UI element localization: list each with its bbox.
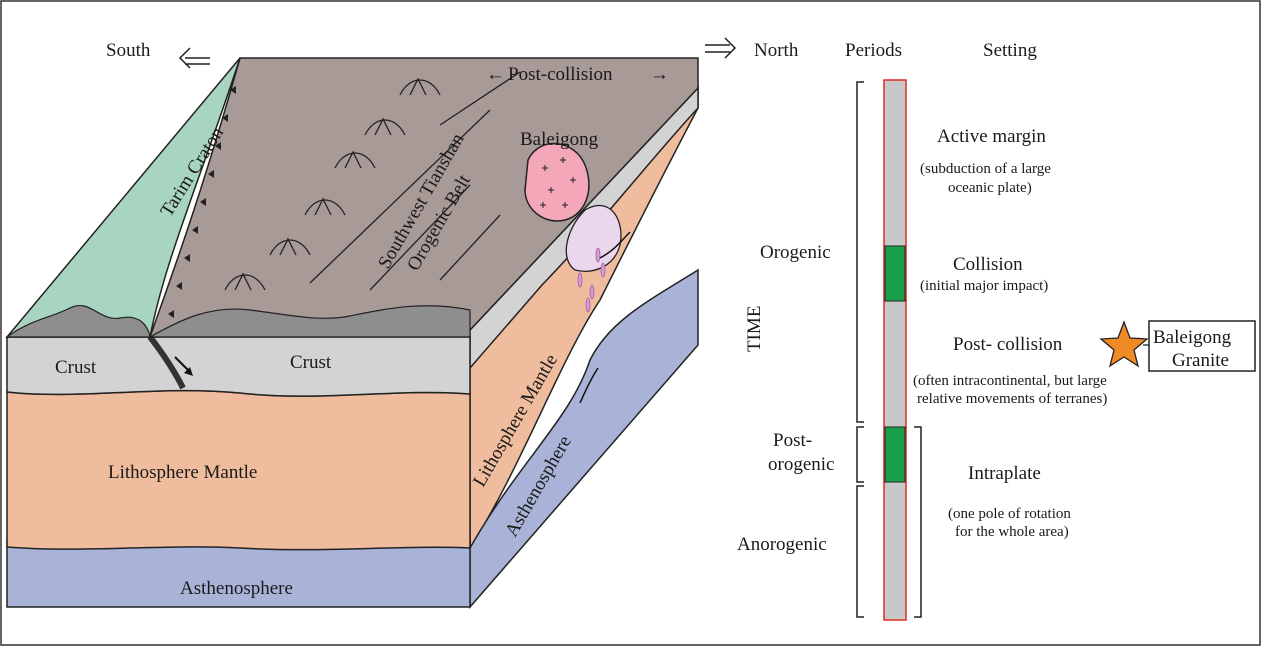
flow-arrow-1 bbox=[599, 231, 631, 259]
baleigong-pluton bbox=[524, 143, 590, 222]
front-asthenosphere bbox=[6, 539, 471, 608]
fault-line bbox=[147, 335, 186, 390]
collision-segment bbox=[884, 245, 906, 302]
baleigong-granite-box bbox=[1148, 320, 1256, 372]
intraplate-bracket bbox=[914, 426, 922, 618]
post-collision-left-arrow: ← bbox=[486, 64, 505, 85]
granite-box-line-1: Baleigong bbox=[1153, 327, 1232, 348]
period-bar bbox=[883, 79, 907, 621]
post-collision-label: Post- collision bbox=[953, 334, 1063, 355]
south-label: South bbox=[106, 40, 151, 61]
post-collision-arrow-label: Post-collision bbox=[508, 64, 613, 85]
lithosphere-front-label: Lithosphere Mantle bbox=[108, 462, 257, 483]
belt-lines bbox=[309, 71, 521, 291]
crust-right-label: Crust bbox=[290, 352, 332, 373]
flow-arrow-2 bbox=[579, 367, 599, 404]
north-arrow-icon bbox=[705, 37, 737, 59]
periods-header: Periods bbox=[845, 40, 902, 61]
post-orogenic-segment bbox=[884, 426, 906, 483]
post-collision-note-1: (often intracontinental, but large bbox=[913, 373, 1107, 389]
south-arrow-icon bbox=[178, 47, 210, 69]
crust-left-label: Crust bbox=[55, 357, 97, 378]
time-axis-label: TIME bbox=[744, 306, 765, 352]
active-margin-note-2: oceanic plate) bbox=[948, 180, 1032, 196]
orogenic-label: Orogenic bbox=[760, 242, 831, 263]
anorogenic-bracket bbox=[856, 485, 864, 618]
fold-symbols bbox=[224, 77, 441, 291]
baleigong-label: Baleigong bbox=[520, 129, 599, 150]
collision-note: (initial major impact) bbox=[920, 278, 1048, 294]
orogenic-bracket bbox=[856, 81, 864, 423]
post-collision-right-arrow: → bbox=[650, 64, 669, 85]
magma-chamber bbox=[565, 204, 622, 272]
post-orogenic-label-2: orogenic bbox=[768, 454, 834, 475]
intraplate-label: Intraplate bbox=[968, 463, 1041, 484]
granite-box-line-2: Granite bbox=[1172, 350, 1229, 371]
top-tarim-craton bbox=[5, 57, 241, 338]
star-icon bbox=[1099, 320, 1149, 368]
post-collision-note-2: relative movements of terranes) bbox=[917, 391, 1107, 407]
anorogenic-label: Anorogenic bbox=[737, 534, 827, 555]
active-margin-label: Active margin bbox=[937, 126, 1046, 147]
fault-arrowhead bbox=[184, 367, 193, 376]
top-edge-relief bbox=[5, 305, 471, 338]
setting-header: Setting bbox=[983, 40, 1037, 61]
thrust-teeth bbox=[168, 86, 236, 318]
intraplate-note-1: (one pole of rotation bbox=[948, 506, 1071, 522]
block-diagram bbox=[5, 37, 737, 610]
side-asthenosphere bbox=[469, 268, 699, 610]
pluton-crosses bbox=[540, 157, 576, 208]
intraplate-note-2: for the whole area) bbox=[955, 524, 1069, 540]
collision-label: Collision bbox=[953, 254, 1023, 275]
active-margin-note-1: (subduction of a large bbox=[920, 161, 1051, 177]
front-crust bbox=[6, 336, 471, 397]
melt-ellipses bbox=[577, 247, 606, 313]
post-orogenic-label-1: Post- bbox=[773, 430, 812, 451]
north-label: North bbox=[754, 40, 799, 61]
asthenosphere-front-label: Asthenosphere bbox=[180, 578, 293, 599]
post-orogenic-bracket bbox=[856, 426, 864, 483]
period-brackets bbox=[856, 81, 922, 618]
